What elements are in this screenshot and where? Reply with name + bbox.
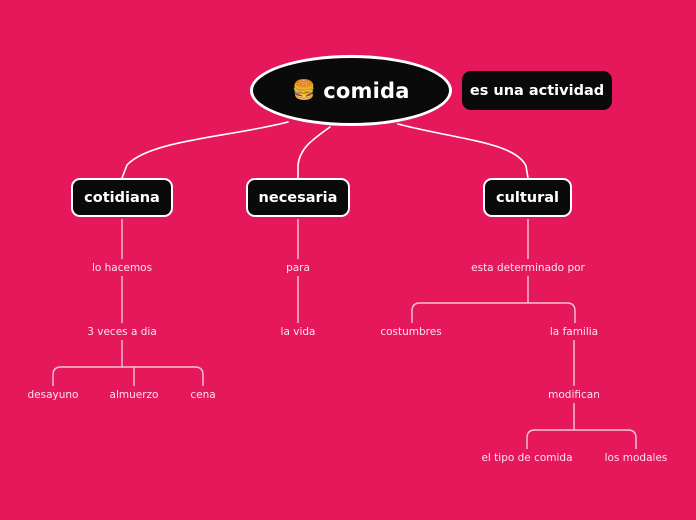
- bracket-cultural-children: [411, 302, 576, 323]
- label-lo-hacemos: lo hacemos: [91, 262, 153, 274]
- label-la-vida: la vida: [280, 326, 316, 338]
- node-necesaria[interactable]: necesaria: [246, 178, 350, 217]
- node-label: cotidiana: [84, 189, 160, 206]
- label-cena: cena: [190, 389, 216, 401]
- label-modifican: modifican: [548, 389, 600, 401]
- root-node-comida[interactable]: 🍔 comida: [250, 55, 452, 126]
- node-cotidiana[interactable]: cotidiana: [71, 178, 173, 217]
- label-almuerzo: almuerzo: [109, 389, 159, 401]
- link-root-cotidiana: [121, 121, 289, 179]
- root-node-label: comida: [323, 78, 410, 103]
- label-la-familia: la familia: [549, 326, 599, 338]
- link-root-cultural: [397, 123, 529, 179]
- node-cultural[interactable]: cultural: [483, 178, 572, 217]
- node-es-una-actividad[interactable]: es una actividad: [462, 71, 612, 110]
- label-para: para: [286, 262, 310, 274]
- node-label: es una actividad: [469, 82, 605, 99]
- bracket-meals: [52, 366, 204, 386]
- label-esta-determinado-por: esta determinado por: [471, 262, 585, 274]
- label-los-modales: los modales: [604, 452, 668, 464]
- link-root-necesaria: [297, 126, 331, 179]
- label-desayuno: desayuno: [27, 389, 79, 401]
- label-el-tipo-de-comida: el tipo de comida: [481, 452, 573, 464]
- label-costumbres: costumbres: [380, 326, 442, 338]
- hamburger-emoji: 🍔: [292, 79, 317, 101]
- node-label: necesaria: [258, 189, 338, 206]
- bracket-modifican-children: [526, 429, 637, 449]
- node-label: cultural: [495, 189, 560, 206]
- label-3-veces-a-dia: 3 veces a dia: [87, 326, 157, 338]
